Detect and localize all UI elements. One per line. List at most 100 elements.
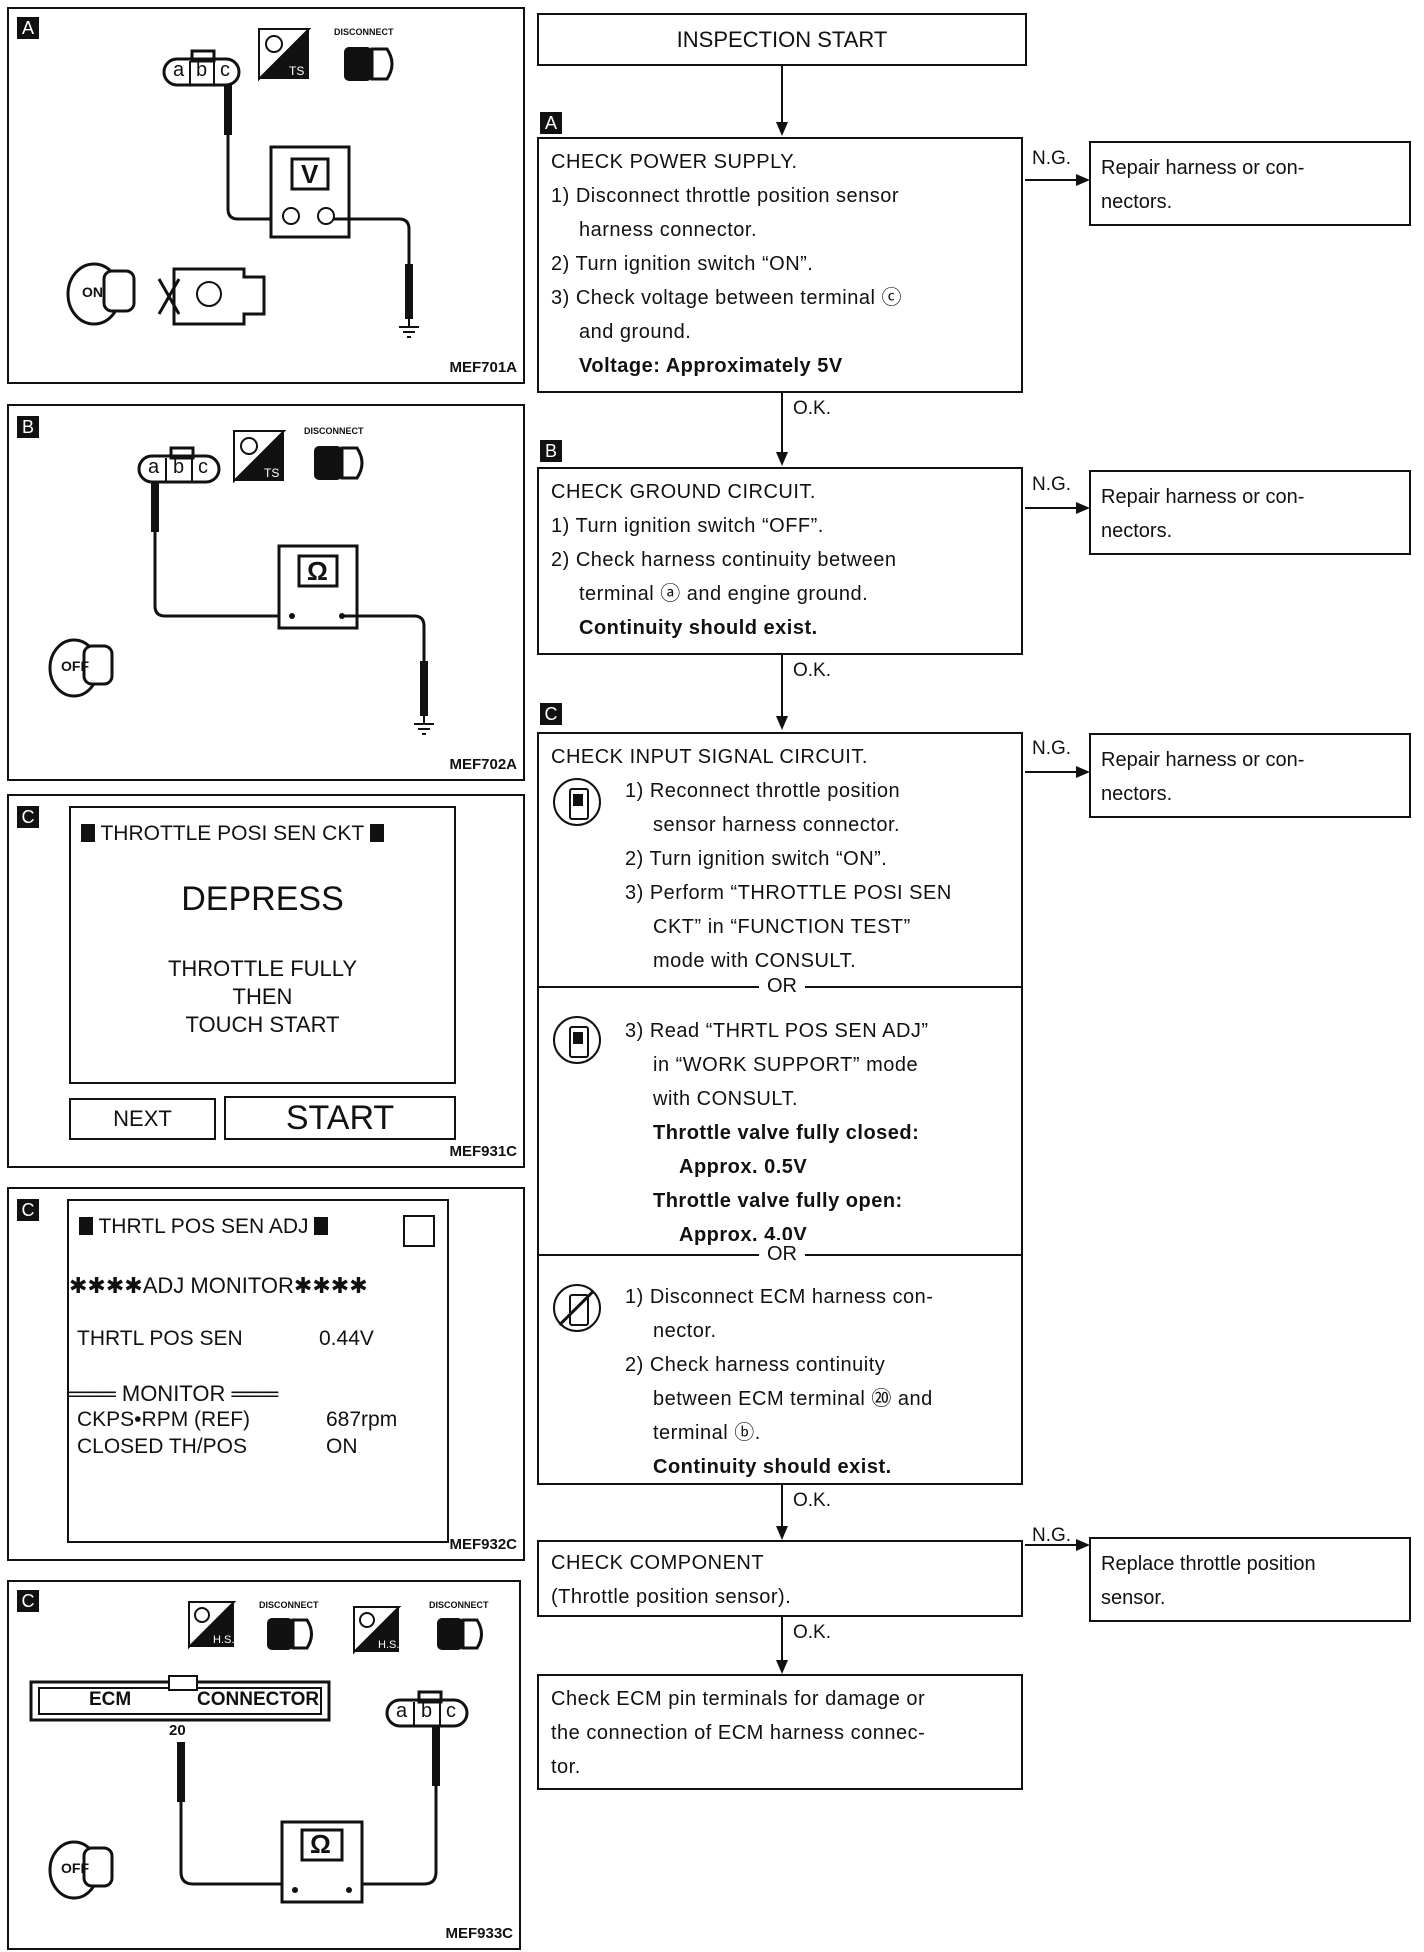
figure-code: MEF931C xyxy=(449,1143,517,1160)
step-line: 2) Check harness continuity between xyxy=(551,549,897,571)
repair-box: Repair harness or con- nectors. xyxy=(1089,733,1411,818)
ohmmeter-symbol: Ω xyxy=(307,556,328,586)
figure-code: MEF932C xyxy=(449,1536,517,1553)
step-a-box: CHECK POWER SUPPLY. 1) Disconnect thrott… xyxy=(537,137,1023,393)
inspection-start-label: INSPECTION START xyxy=(676,27,888,52)
repair-line: Repair harness or con- xyxy=(1101,486,1305,508)
hs-label: H.S. xyxy=(213,1634,235,1646)
panel-b: B a b c Ω TS DISCONNECT OFF MEF702A xyxy=(7,404,525,781)
ng-label: N.G. xyxy=(1032,148,1072,169)
repair-line: Repair harness or con- xyxy=(1101,749,1305,771)
step-spec: Approx. 0.5V xyxy=(679,1156,808,1178)
step-line: 1) Reconnect throttle position xyxy=(625,780,901,802)
panel-c2: C THRTL POS SEN ADJ ✱✱✱✱ADJ MONITOR✱✱✱✱ … xyxy=(7,1187,525,1561)
scroll-checkbox[interactable] xyxy=(403,1215,435,1247)
step-line: mode with CONSULT. xyxy=(653,950,857,972)
panel-tag: C xyxy=(17,1199,39,1221)
step-spec: Voltage: Approximately 5V xyxy=(579,355,843,377)
consult-screen: THROTTLE POSI SEN CKT DEPRESS THROTTLE F… xyxy=(69,806,456,1084)
figure-code: MEF933C xyxy=(445,1925,513,1942)
step-line: CKT” in “FUNCTION TEST” xyxy=(653,916,911,938)
ok-label: O.K. xyxy=(793,1490,832,1511)
ok-label: O.K. xyxy=(793,660,832,681)
repair-line: nectors. xyxy=(1101,191,1173,213)
step-line: and ground. xyxy=(579,321,692,343)
screen-title: THRTL POS SEN ADJ xyxy=(79,1215,329,1239)
panel-tag: C xyxy=(17,1590,39,1612)
step-line: 3) Perform “THROTTLE POSI SEN xyxy=(625,882,952,904)
step-line: 1) Turn ignition switch “OFF”. xyxy=(551,515,824,537)
repair-box: Repair harness or con- nectors. xyxy=(1089,470,1411,555)
step-title: CHECK COMPONENT xyxy=(551,1552,765,1574)
terminal-a-label: a xyxy=(396,1700,408,1722)
ng-label: N.G. xyxy=(1032,738,1072,759)
part3-text: 1) Disconnect ECM harness con- nector. 2… xyxy=(625,1280,933,1484)
step-line: tor. xyxy=(551,1756,581,1778)
step-b-box: CHECK GROUND CIRCUIT. 1) Turn ignition s… xyxy=(537,467,1023,655)
ecm-pin-20-label: 20 xyxy=(169,1722,186,1739)
ng-label: N.G. xyxy=(1032,1525,1072,1546)
terminal-b-label: b xyxy=(421,1700,433,1722)
step-line: (Throttle position sensor). xyxy=(551,1586,792,1608)
next-button[interactable]: NEXT xyxy=(69,1098,216,1140)
connector-label: CONNECTOR xyxy=(197,1689,320,1710)
part1-text: 1) Reconnect throttle position sensor ha… xyxy=(625,774,952,978)
terminal-a-label: a xyxy=(173,59,185,81)
voltmeter-symbol: V xyxy=(301,159,319,189)
panel-tag: C xyxy=(17,806,39,828)
step-tag: A xyxy=(540,112,562,134)
step-line: with CONSULT. xyxy=(653,1088,799,1110)
panel-a: A a b c V TS DISC xyxy=(7,7,525,384)
ok-label: O.K. xyxy=(793,1622,832,1643)
instruction-line-1: THROTTLE FULLY xyxy=(167,956,358,981)
consult-icon xyxy=(553,778,601,826)
panel-c3: C H.S. H.S. DISCON xyxy=(7,1580,521,1950)
start-button[interactable]: START xyxy=(224,1096,456,1140)
repair-box: Repair harness or con- nectors. xyxy=(1089,141,1411,226)
step-tag: B xyxy=(540,440,562,462)
step-title: CHECK POWER SUPPLY. xyxy=(551,151,798,173)
figure-code: MEF702A xyxy=(449,756,517,773)
ckps-rpm-value: 687rpm xyxy=(326,1408,398,1431)
disconnect-label: DISCONNECT xyxy=(334,27,394,37)
step-title: CHECK INPUT SIGNAL CIRCUIT. xyxy=(551,746,868,768)
ts-label: TS xyxy=(289,64,305,78)
step-line: terminal ⓑ. xyxy=(653,1422,761,1444)
step-line: 3) Read “THRTL POS SEN ADJ” xyxy=(625,1020,929,1042)
ok-label: O.K. xyxy=(793,398,832,419)
depress-text: DEPRESS xyxy=(181,880,344,918)
repair-line: nectors. xyxy=(1101,783,1173,805)
ecm-label: ECM xyxy=(89,1689,132,1710)
disconnect-label: DISCONNECT xyxy=(429,1600,489,1610)
replace-line: Replace throttle position xyxy=(1101,1553,1316,1575)
no-consult-icon xyxy=(553,1284,601,1332)
replace-sensor-box: Replace throttle position sensor. xyxy=(1089,1537,1411,1622)
panel-tag: B xyxy=(17,416,39,438)
step-line: 3) Check voltage between terminal ⓒ xyxy=(551,287,902,309)
terminal-b-label: b xyxy=(196,59,208,81)
closed-thpos-label: CLOSED TH/POS xyxy=(77,1435,247,1458)
panel-c1: C THROTTLE POSI SEN CKT DEPRESS THROTTLE… xyxy=(7,794,525,1168)
instruction-line-2: THEN xyxy=(232,984,293,1009)
terminal-c-label: c xyxy=(198,456,208,478)
part2-text: 3) Read “THRTL POS SEN ADJ” in “WORK SUP… xyxy=(625,1014,929,1252)
step-title: CHECK GROUND CIRCUIT. xyxy=(551,481,816,503)
or-label: OR xyxy=(759,972,805,1000)
step-spec: Throttle valve fully closed: xyxy=(653,1122,920,1144)
terminal-c-label: c xyxy=(220,59,230,81)
ts-label: TS xyxy=(264,466,280,480)
figure-code: MEF701A xyxy=(449,359,517,376)
terminal-b-label: b xyxy=(173,456,185,478)
disconnect-label: DISCONNECT xyxy=(259,1600,319,1610)
step-line: in “WORK SUPPORT” mode xyxy=(653,1054,919,1076)
step-spec: Throttle valve fully open: xyxy=(653,1190,903,1212)
step-line: between ECM terminal ⑳ and xyxy=(653,1388,933,1410)
key-off-label: OFF xyxy=(61,1860,89,1876)
step-line: the connection of ECM harness connec- xyxy=(551,1722,926,1744)
step-line: terminal ⓐ and engine ground. xyxy=(579,583,869,605)
step-spec: Continuity should exist. xyxy=(579,617,818,639)
step-line: Check ECM pin terminals for damage or xyxy=(551,1688,926,1710)
ng-label: N.G. xyxy=(1032,474,1072,495)
step-line: 1) Disconnect throttle position sensor xyxy=(551,185,900,207)
thrtl-pos-sen-value: 0.44V xyxy=(319,1327,374,1350)
